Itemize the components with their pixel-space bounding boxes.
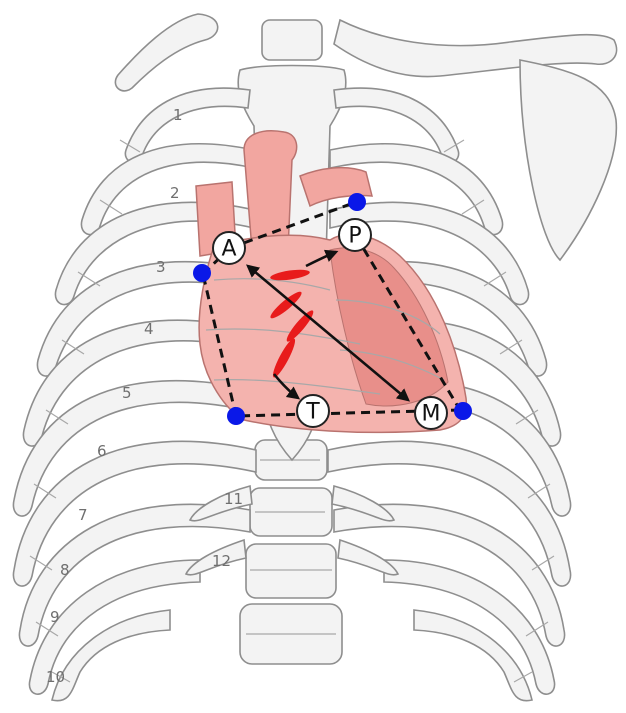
mitral-point-label: M — [422, 402, 441, 427]
rib-label-3: 3 — [156, 258, 166, 276]
rib-label-9: 9 — [50, 608, 60, 626]
rib-label-5: 5 — [122, 384, 132, 402]
landmark-dot-right-lower — [454, 402, 472, 420]
rib-label-7: 7 — [78, 506, 88, 524]
landmark-dot-left-upper — [193, 264, 211, 282]
rib-label-8: 8 — [60, 561, 70, 579]
landmark-dot-upper-right — [348, 193, 366, 211]
rib-label-11: 11 — [224, 490, 243, 508]
aorta-vessel — [244, 131, 297, 250]
landmark-dot-left-lower — [227, 407, 245, 425]
rib-label-6: 6 — [97, 442, 107, 460]
rib-label-12: 12 — [212, 552, 231, 570]
right-clavicle — [334, 20, 617, 77]
left-clavicle — [115, 14, 217, 91]
tricuspid-point: T — [297, 395, 329, 427]
mitral-point: M — [415, 397, 447, 429]
aortic-point: A — [213, 232, 245, 264]
pulmonic-point-label: P — [348, 224, 361, 249]
rib-label-4: 4 — [144, 320, 154, 338]
scapula — [520, 60, 616, 260]
tricuspid-point-label: T — [305, 400, 320, 425]
aortic-point-label: A — [221, 237, 236, 262]
rib-label-1: 1 — [173, 106, 183, 124]
pulmonic-point: P — [339, 219, 371, 251]
rib-label-2: 2 — [170, 184, 180, 202]
rib-label-10: 10 — [46, 668, 65, 686]
